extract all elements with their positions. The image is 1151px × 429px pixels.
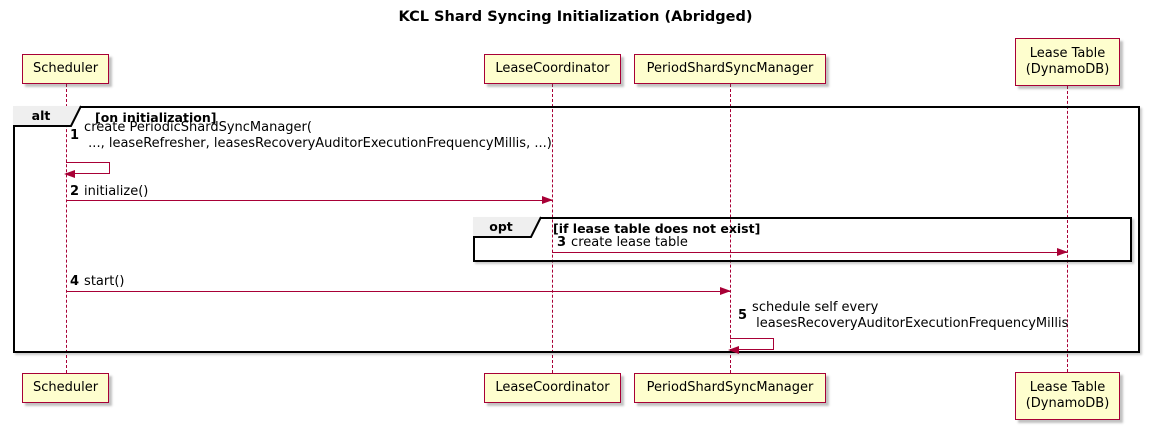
message-5: 5 schedule self every leasesRecoveryAudi… bbox=[738, 300, 1068, 331]
message-2: 2 initialize() bbox=[70, 184, 148, 200]
opt-keyword: opt bbox=[489, 219, 513, 234]
arrowhead-left-icon bbox=[728, 346, 739, 354]
message-1-text: create PeriodicShardSyncManager( ..., le… bbox=[84, 120, 552, 151]
participant-lease-table-top: Lease Table (DynamoDB) bbox=[1015, 38, 1120, 86]
message-4-arrow bbox=[66, 287, 731, 296]
participant-scheduler-top: Scheduler bbox=[22, 54, 109, 84]
arrowhead-right-icon bbox=[720, 287, 731, 296]
opt-frame-label: opt bbox=[473, 216, 543, 238]
frame-pentagon-icon bbox=[473, 216, 542, 238]
message-3-text: create lease table bbox=[571, 235, 688, 250]
message-4-text: start() bbox=[84, 274, 125, 289]
message-5-text: schedule self every leasesRecoveryAudito… bbox=[752, 300, 1069, 331]
message-2-text: initialize() bbox=[84, 184, 149, 199]
frame-pentagon-icon bbox=[13, 105, 82, 127]
arrowhead-left-icon bbox=[64, 170, 75, 178]
participant-period-shard-sync-manager-bottom: PeriodShardSyncManager bbox=[634, 373, 826, 403]
message-5-number: 5 bbox=[738, 307, 748, 323]
alt-guard: [on initialization] bbox=[95, 110, 217, 125]
alt-keyword: alt bbox=[31, 108, 51, 123]
message-1-number: 1 bbox=[70, 127, 80, 143]
message-3-number: 3 bbox=[557, 235, 567, 250]
participant-lease-coordinator-top: LeaseCoordinator bbox=[484, 54, 621, 84]
message-5-self-arrow bbox=[728, 338, 774, 354]
message-1-self-arrow bbox=[64, 162, 110, 178]
participant-lease-coordinator-bottom: LeaseCoordinator bbox=[484, 373, 621, 403]
message-2-number: 2 bbox=[70, 184, 80, 199]
message-3: 3 create lease table bbox=[557, 235, 688, 251]
message-4-number: 4 bbox=[70, 274, 80, 289]
lifeline-lease-table bbox=[1067, 86, 1068, 372]
message-1: 1 create PeriodicShardSyncManager( ..., … bbox=[70, 120, 552, 151]
message-2-arrow bbox=[66, 196, 553, 205]
lifeline-period-shard-sync-manager bbox=[730, 84, 731, 373]
alt-frame-label: alt bbox=[13, 105, 83, 127]
lifeline-scheduler bbox=[66, 84, 67, 373]
participant-period-shard-sync-manager-top: PeriodShardSyncManager bbox=[634, 54, 826, 84]
alt-frame: alt [on initialization] bbox=[13, 105, 1140, 353]
message-3-arrow bbox=[552, 248, 1068, 257]
opt-guard: [if lease table does not exist] bbox=[553, 221, 761, 236]
message-4: 4 start() bbox=[70, 274, 124, 290]
lifeline-lease-coordinator bbox=[552, 84, 553, 373]
opt-frame: opt [if lease table does not exist] bbox=[473, 216, 1132, 262]
participant-scheduler-bottom: Scheduler bbox=[22, 373, 109, 403]
participant-lease-table-bottom: Lease Table (DynamoDB) bbox=[1015, 372, 1120, 420]
arrowhead-right-icon bbox=[1057, 248, 1068, 257]
diagram-title: KCL Shard Syncing Initialization (Abridg… bbox=[398, 9, 753, 25]
arrowhead-right-icon bbox=[542, 196, 553, 205]
